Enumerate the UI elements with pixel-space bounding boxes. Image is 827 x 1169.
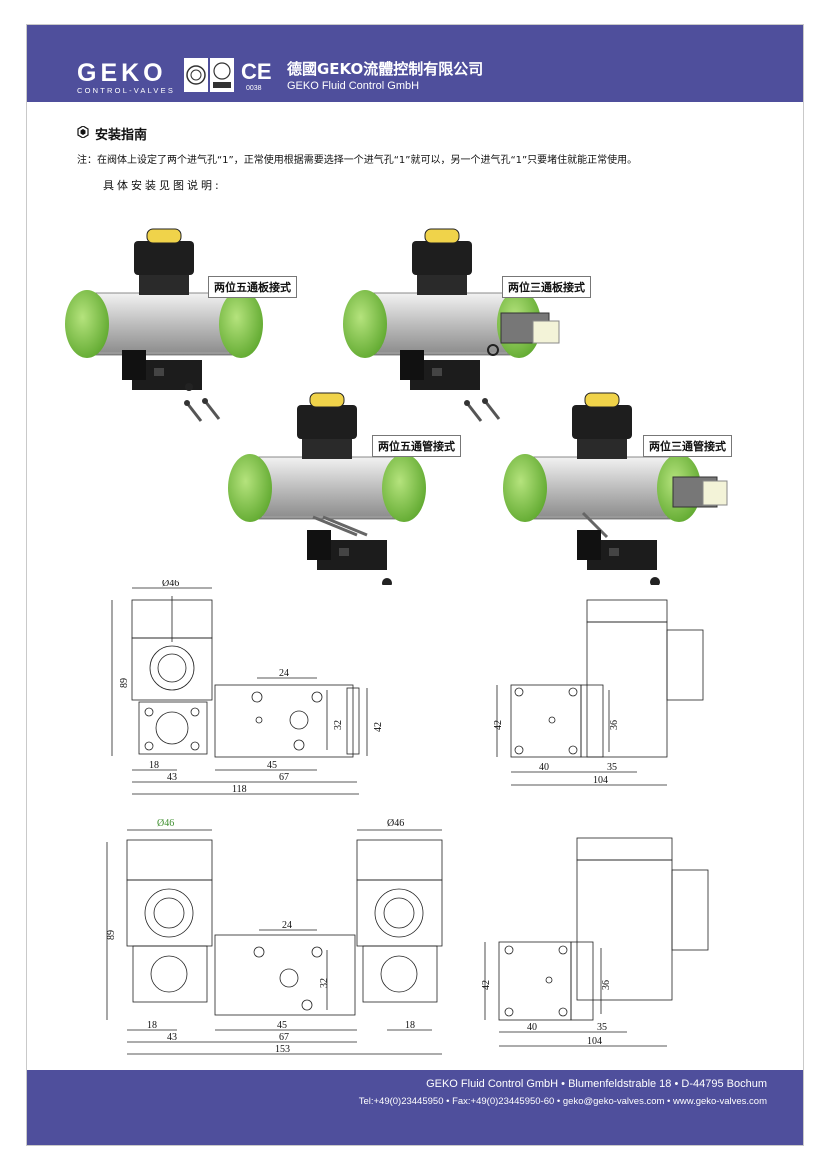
dim-40: 40 (539, 762, 549, 773)
label-five-way-plate: 两位五通板接式 (208, 276, 297, 298)
dim-36: 36 (609, 720, 620, 730)
dim-89: 89 (119, 678, 130, 688)
dim-32-pipe: 32 (319, 978, 330, 988)
installation-note: 注：在阀体上设定了两个进气孔“1”，正常使用根据需要选择一个进气孔“1”就可以，… (77, 155, 638, 166)
drawing-three-way-plate-side (496, 599, 704, 786)
dim-18-left: 18 (147, 1020, 157, 1031)
dim-35: 35 (607, 762, 617, 773)
dim-35-pipe: 35 (597, 1022, 607, 1033)
section-title: 安装指南 (95, 128, 148, 143)
geko-logo: GEKO (77, 59, 167, 87)
certification-seal-icon (210, 58, 234, 92)
ce-mark: CE (241, 59, 272, 84)
drawing-five-way-pipe (106, 829, 443, 1055)
dim-104: 104 (593, 775, 608, 786)
hexagon-bullet-icon (77, 126, 89, 138)
dim-43-pipe: 43 (167, 1032, 177, 1043)
dim-24-pipe: 24 (282, 920, 292, 931)
installation-illustrations (64, 228, 728, 585)
dim-24: 24 (279, 668, 289, 679)
footer-contact: Tel:+49(0)23445950 • Fax:+49(0)23445950-… (358, 1096, 767, 1107)
drawing2-labels: 42 36 40 35 104 (493, 720, 620, 786)
five-way-pipe-photo (227, 392, 427, 523)
dim-89-pipe: 89 (106, 930, 117, 940)
dim-18-right: 18 (405, 1020, 415, 1031)
dim-46: Ø46 (162, 580, 179, 589)
label-five-way-pipe: 两位五通管接式 (372, 435, 461, 457)
drawing1-labels: Ø46 89 24 32 42 18 45 43 67 118 (119, 580, 384, 795)
installation-subtitle: 具体安装见图说明: (103, 179, 222, 192)
drawing4-labels: 42 36 40 35 104 (481, 980, 612, 1047)
company-name-cn: 德國GEKO流體控制有限公司 (287, 60, 484, 78)
drawing3-labels: Ø46 Ø46 89 24 32 18 45 18 43 67 153 (106, 818, 415, 1055)
drawing-three-way-pipe-side (484, 837, 709, 1047)
header-band (27, 25, 803, 102)
ce-number: 0038 (246, 85, 262, 92)
three-way-pipe-photo (502, 392, 702, 523)
logo-subtitle: CONTROL-VALVES (77, 86, 176, 95)
dim-46-right: Ø46 (387, 818, 404, 829)
dim-45: 45 (267, 760, 277, 771)
label-three-way-pipe: 两位三通管接式 (643, 435, 732, 457)
dim-43: 43 (167, 772, 177, 783)
dim-104-pipe: 104 (587, 1036, 602, 1047)
dim-118: 118 (232, 784, 247, 795)
footer-address: GEKO Fluid Control GmbH • Blumenfeldstra… (426, 1078, 767, 1090)
dim-45-pipe: 45 (277, 1020, 287, 1031)
dimension-drawings: Ø46 89 24 32 42 18 45 43 67 118 (106, 580, 709, 1055)
certification-r-icon (184, 58, 208, 92)
company-name-en: GEKO Fluid Control GmbH (287, 80, 420, 92)
catalog-page: GEKO CONTROL-VALVES CE 0038 德國GEKO流體控制有限… (26, 24, 804, 1146)
drawing-five-way-plate (111, 587, 368, 795)
dim-18: 18 (149, 760, 159, 771)
dim-153: 153 (275, 1044, 290, 1055)
dim-67: 67 (279, 772, 289, 783)
dim-40-pipe: 40 (527, 1022, 537, 1033)
dim-67-pipe: 67 (279, 1032, 289, 1043)
dim-46-green: Ø46 (157, 818, 174, 829)
dim-42-pipe-side: 42 (481, 980, 492, 990)
dim-42: 42 (373, 722, 384, 732)
label-three-way-plate: 两位三通板接式 (502, 276, 591, 298)
dim-42-side: 42 (493, 720, 504, 730)
footer-band (27, 1070, 803, 1145)
dim-32: 32 (333, 720, 344, 730)
dim-36-pipe: 36 (601, 980, 612, 990)
